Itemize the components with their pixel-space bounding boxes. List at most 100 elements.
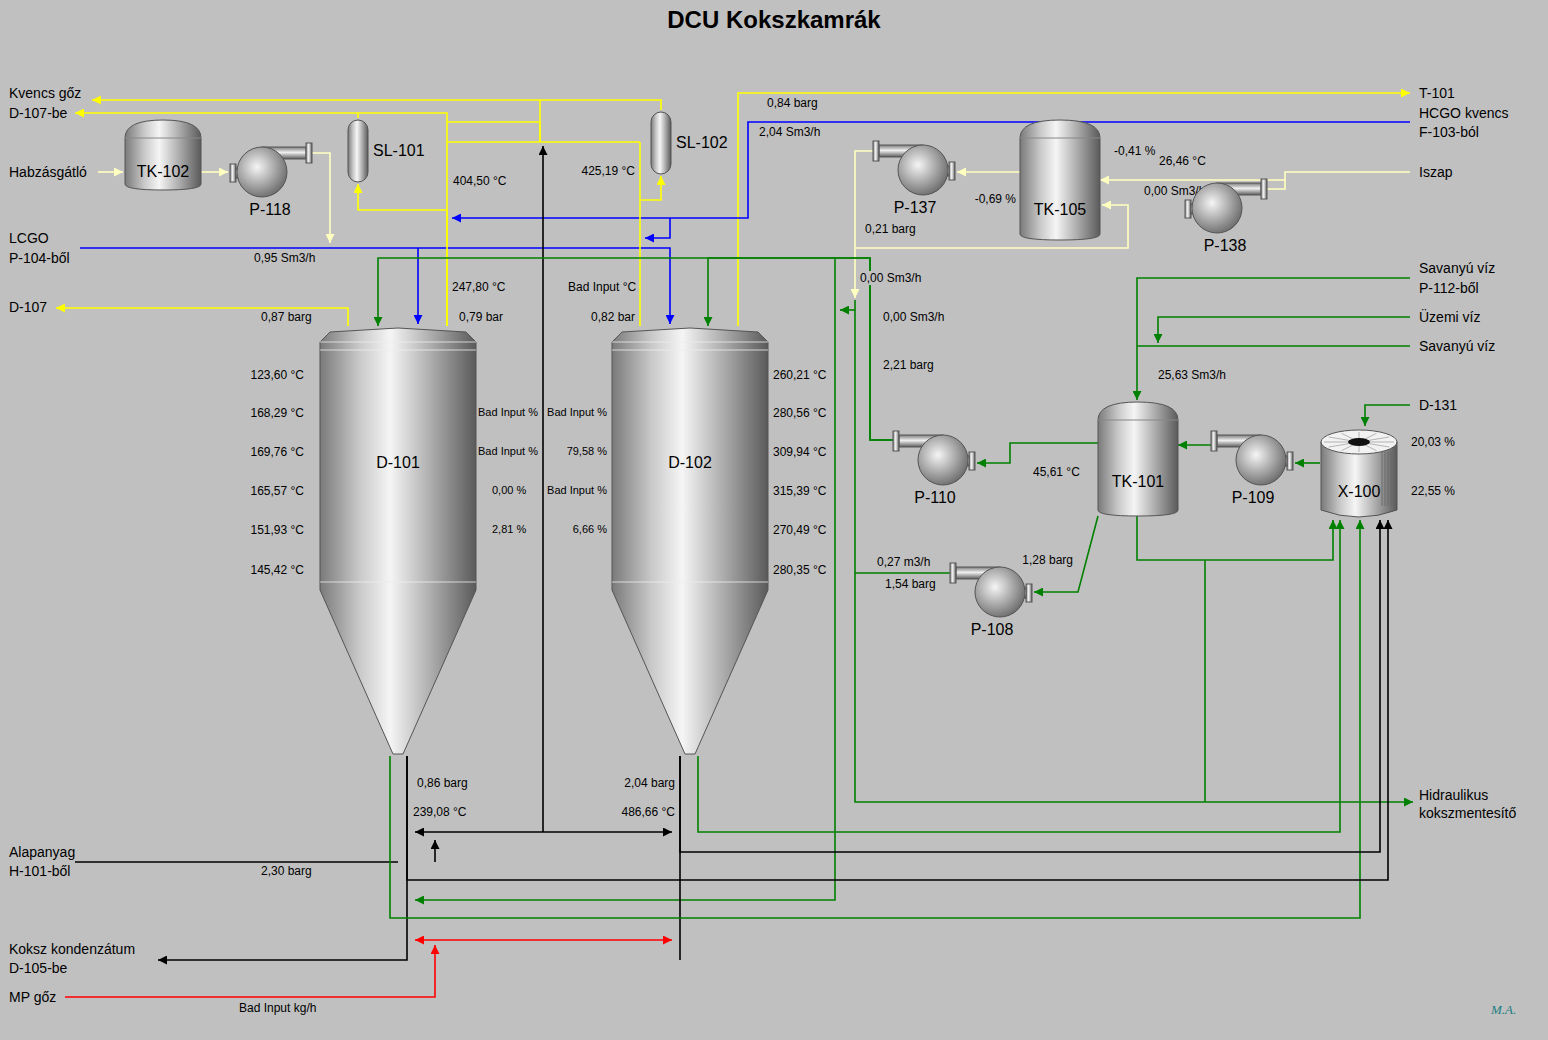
value-label: 0,79 bar xyxy=(458,310,504,324)
value-label: 486,66 °C xyxy=(620,805,676,819)
value-label: 0,00 Sm3/h xyxy=(882,310,945,324)
equipment-tag: SL-102 xyxy=(676,133,728,152)
value-label: 0,95 Sm3/h xyxy=(253,251,316,265)
pipe-line xyxy=(1285,172,1410,180)
tank-seam xyxy=(1020,138,1100,139)
pipe-line xyxy=(312,153,330,243)
value-label: -0,69 % xyxy=(974,192,1017,206)
value-label: 169,76 °C xyxy=(249,445,305,459)
pump-inlet xyxy=(949,162,955,180)
pipe-line xyxy=(357,113,359,118)
value-label: 79,58 % xyxy=(566,445,608,458)
equipment-tag: SL-101 xyxy=(373,141,425,160)
value-label: P-112-ből xyxy=(1418,280,1480,297)
pipe-connector xyxy=(1137,516,1333,560)
value-label: LCGO xyxy=(8,230,50,247)
pump-flange xyxy=(1211,431,1217,451)
pipe-line xyxy=(417,248,419,324)
value-label: 404,50 °C xyxy=(452,174,508,188)
pump-flange xyxy=(873,141,879,161)
pump-casing xyxy=(898,145,948,195)
value-label: 151,93 °C xyxy=(249,523,305,537)
pipe-line xyxy=(75,113,447,326)
equipment-node: SL-102 xyxy=(648,110,733,176)
value-label: Bad Input % xyxy=(546,484,608,497)
pipe-line xyxy=(540,100,661,110)
pipe-line xyxy=(56,308,348,326)
value-label: 0,87 barg xyxy=(260,310,313,324)
value-label: 168,29 °C xyxy=(249,406,305,420)
value-label: D-107 xyxy=(8,299,48,316)
value-label: Bad Input % xyxy=(477,445,539,458)
equipment-node: P-138 xyxy=(1183,178,1267,258)
tank-seam xyxy=(1098,420,1178,421)
value-label: 26,46 °C xyxy=(1158,154,1207,168)
value-label: Savanyú víz xyxy=(1418,338,1496,355)
pipe-line xyxy=(855,300,1413,802)
value-label: 0,82 bar xyxy=(590,310,636,324)
equipment-node: D-101 xyxy=(320,326,476,756)
value-label: 315,39 °C xyxy=(772,484,828,498)
diagram-title: DCU Kokszkamrák xyxy=(0,6,1548,34)
pump-casing xyxy=(918,435,968,485)
pipe-line xyxy=(855,572,950,574)
value-label: 2,81 % xyxy=(491,523,527,536)
equipment-tag: P-109 xyxy=(1232,488,1275,507)
value-label: D-131 xyxy=(1418,397,1458,414)
pump-flange xyxy=(306,143,312,163)
drum-seam xyxy=(612,350,768,351)
pipe-line xyxy=(98,171,123,173)
coke-drum-outline xyxy=(320,328,476,754)
value-label: 123,60 °C xyxy=(249,368,305,382)
pump-casing xyxy=(237,147,287,197)
equipment-node: P-110 xyxy=(893,430,977,510)
equipment-node: D-102 xyxy=(612,326,768,756)
value-label: 0,21 barg xyxy=(864,222,917,236)
equipment-symbol xyxy=(320,326,476,756)
pump-inlet xyxy=(230,164,236,182)
value-label: 6,66 % xyxy=(572,523,608,536)
pipe-connector xyxy=(957,171,1020,173)
value-label: T-101 xyxy=(1418,85,1456,102)
pipe-line xyxy=(158,756,407,960)
value-label: Kvencs gőz xyxy=(8,85,82,102)
pump-inlet xyxy=(1287,452,1293,470)
separator-outline xyxy=(348,120,368,182)
equipment-tag: D-101 xyxy=(376,453,420,472)
pump-casing xyxy=(975,567,1025,617)
value-label: Hidraulikus xyxy=(1418,787,1489,804)
value-label: Bad Input kg/h xyxy=(238,1001,317,1015)
tank-outline xyxy=(125,120,201,190)
value-label: 0,27 m3/h xyxy=(876,555,931,569)
equipment-tag: D-102 xyxy=(668,453,712,472)
equipment-tag: X-100 xyxy=(1338,482,1381,501)
pipe-line xyxy=(452,122,1410,218)
pipe-connector xyxy=(407,520,1388,880)
pipe-line xyxy=(415,939,672,941)
pipe-connector xyxy=(201,171,228,173)
pipe-line xyxy=(75,861,398,863)
value-label: 0,00 % xyxy=(491,484,527,497)
value-label: 247,80 °C xyxy=(451,280,507,294)
pipe-connector xyxy=(358,184,447,326)
value-label: D-107-be xyxy=(8,105,68,122)
value-label: 425,19 °C xyxy=(580,164,636,178)
value-label: 0,86 barg xyxy=(416,776,469,790)
value-label: 2,04 barg xyxy=(623,776,676,790)
value-label: -0,41 % xyxy=(1113,144,1156,158)
value-label: Iszap xyxy=(1418,164,1453,181)
equipment-symbol xyxy=(1020,120,1100,240)
value-label: F-103-ból xyxy=(1418,124,1480,141)
drum-seam xyxy=(612,582,768,583)
pump-inlet xyxy=(1185,200,1191,218)
value-label: M.A. xyxy=(1490,1002,1517,1018)
pump-flange xyxy=(1261,179,1267,199)
cooler-rib xyxy=(1394,452,1395,506)
pipe-line xyxy=(447,141,640,143)
drum-seam xyxy=(320,582,476,583)
value-label: 280,56 °C xyxy=(772,406,828,420)
value-label: 25,63 Sm3/h xyxy=(1157,368,1227,382)
pipe-line xyxy=(80,248,670,324)
value-label: 1,28 barg xyxy=(1021,553,1074,567)
